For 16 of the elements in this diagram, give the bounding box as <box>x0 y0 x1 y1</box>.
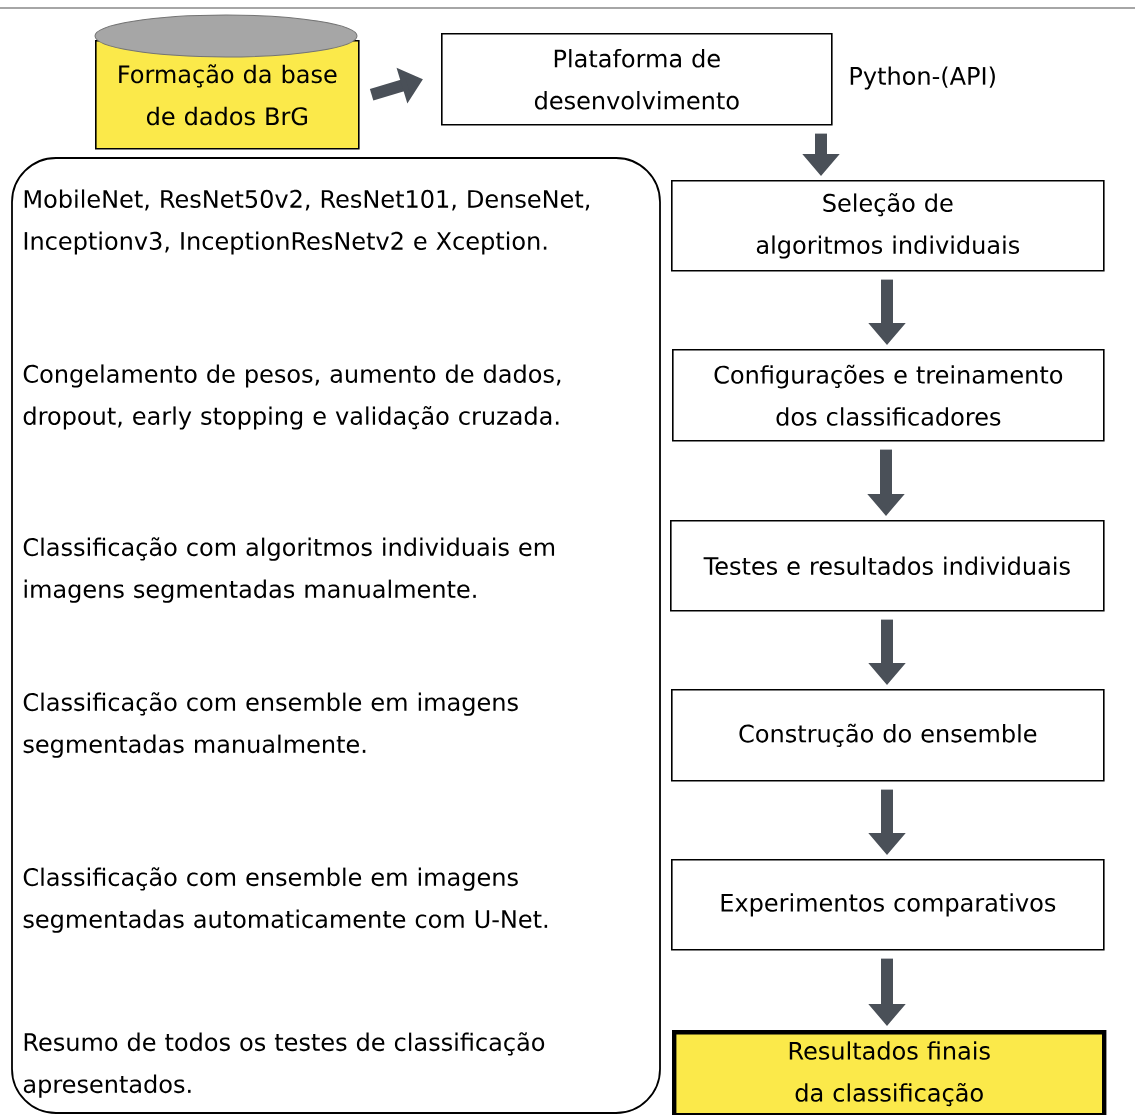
process-box: Experimentos comparativos <box>671 859 1105 951</box>
process-box: Seleção de algoritmos individuais <box>671 180 1105 272</box>
process-box: Resultados finais da classificação <box>672 1030 1107 1115</box>
database-cylinder: Formação da base de dados BrG <box>94 14 360 150</box>
process-box: Configurações e treinamento dos classificadores <box>672 349 1105 442</box>
process-box: Testes e resultados individuais <box>670 520 1105 612</box>
description-text: Congelamento de pesos, aumento de dados, dropout, early stopping e validação cruzada. <box>23 364 561 430</box>
description-text: Classificação com ensemble em imagens segmentadas automaticamente com U-Net. <box>23 867 548 933</box>
rounded-panel <box>11 157 661 1114</box>
description-text: Classificação com algoritmos individuais em imagens segmentadas manualmente. <box>23 537 555 603</box>
process-box: Construção do ensemble <box>671 689 1105 782</box>
description-text: Resumo de todos os testes de classificação apresentados. <box>23 1032 545 1098</box>
annotation-text: Python-(API) <box>850 66 995 90</box>
process-box: Plataforma de desenvolvimento <box>441 33 833 126</box>
description-text: Classificação com ensemble em imagens segmentadas manualmente. <box>23 692 518 758</box>
description-text: MobileNet, ResNet50v2, ResNet101, DenseNet, Inceptionv3, InceptionResNetv2 e Xception. <box>24 189 590 255</box>
